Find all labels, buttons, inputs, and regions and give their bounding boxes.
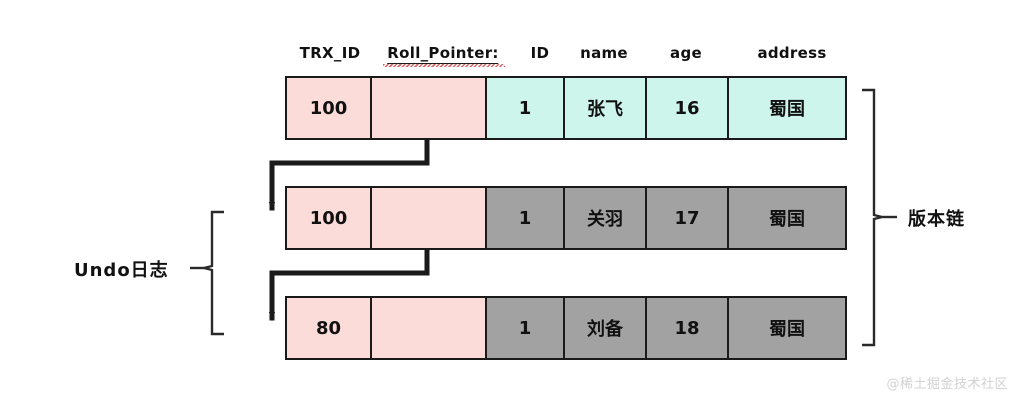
cell-name: 张飞	[565, 78, 647, 138]
cell-id: 1	[487, 188, 565, 248]
column-header-age: age	[670, 44, 702, 62]
cell-roll-pointer	[372, 188, 487, 248]
cell-id: 1	[487, 78, 565, 138]
roll-pointer-arrow-row1-to-row2	[268, 135, 430, 211]
cell-address: 蜀国	[729, 188, 845, 248]
record-row: 100 1 张飞 16 蜀国	[285, 76, 847, 140]
cell-age: 18	[647, 298, 729, 358]
cell-trx-id: 100	[287, 78, 372, 138]
column-header-address: address	[757, 44, 827, 62]
cell-address: 蜀国	[729, 78, 845, 138]
cell-age: 16	[647, 78, 729, 138]
column-header-trx-id: TRX_ID	[299, 44, 361, 62]
column-header-name: name	[580, 44, 628, 62]
cell-id: 1	[487, 298, 565, 358]
roll-pointer-spellcheck-squiggle	[383, 64, 505, 67]
column-header-id: ID	[530, 44, 550, 62]
cell-address: 蜀国	[729, 298, 845, 358]
column-header-roll-pointer: Roll_Pointer:	[387, 44, 499, 64]
version-chain-brace	[862, 88, 883, 347]
version-chain-label: 版本链	[908, 209, 965, 230]
watermark: @稀土掘金技术社区	[886, 377, 1008, 392]
cell-trx-id: 100	[287, 188, 372, 248]
cell-name: 关羽	[565, 188, 647, 248]
cell-trx-id: 80	[287, 298, 372, 358]
record-row: 80 1 刘备 18 蜀国	[285, 296, 847, 360]
undo-log-label: Undo日志	[74, 260, 169, 281]
undo-log-brace	[203, 210, 224, 336]
roll-pointer-arrow-row2-to-row3	[268, 245, 430, 321]
record-row: 100 1 关羽 17 蜀国	[285, 186, 847, 250]
cell-roll-pointer	[372, 78, 487, 138]
cell-name: 刘备	[565, 298, 647, 358]
cell-age: 17	[647, 188, 729, 248]
cell-roll-pointer	[372, 298, 487, 358]
